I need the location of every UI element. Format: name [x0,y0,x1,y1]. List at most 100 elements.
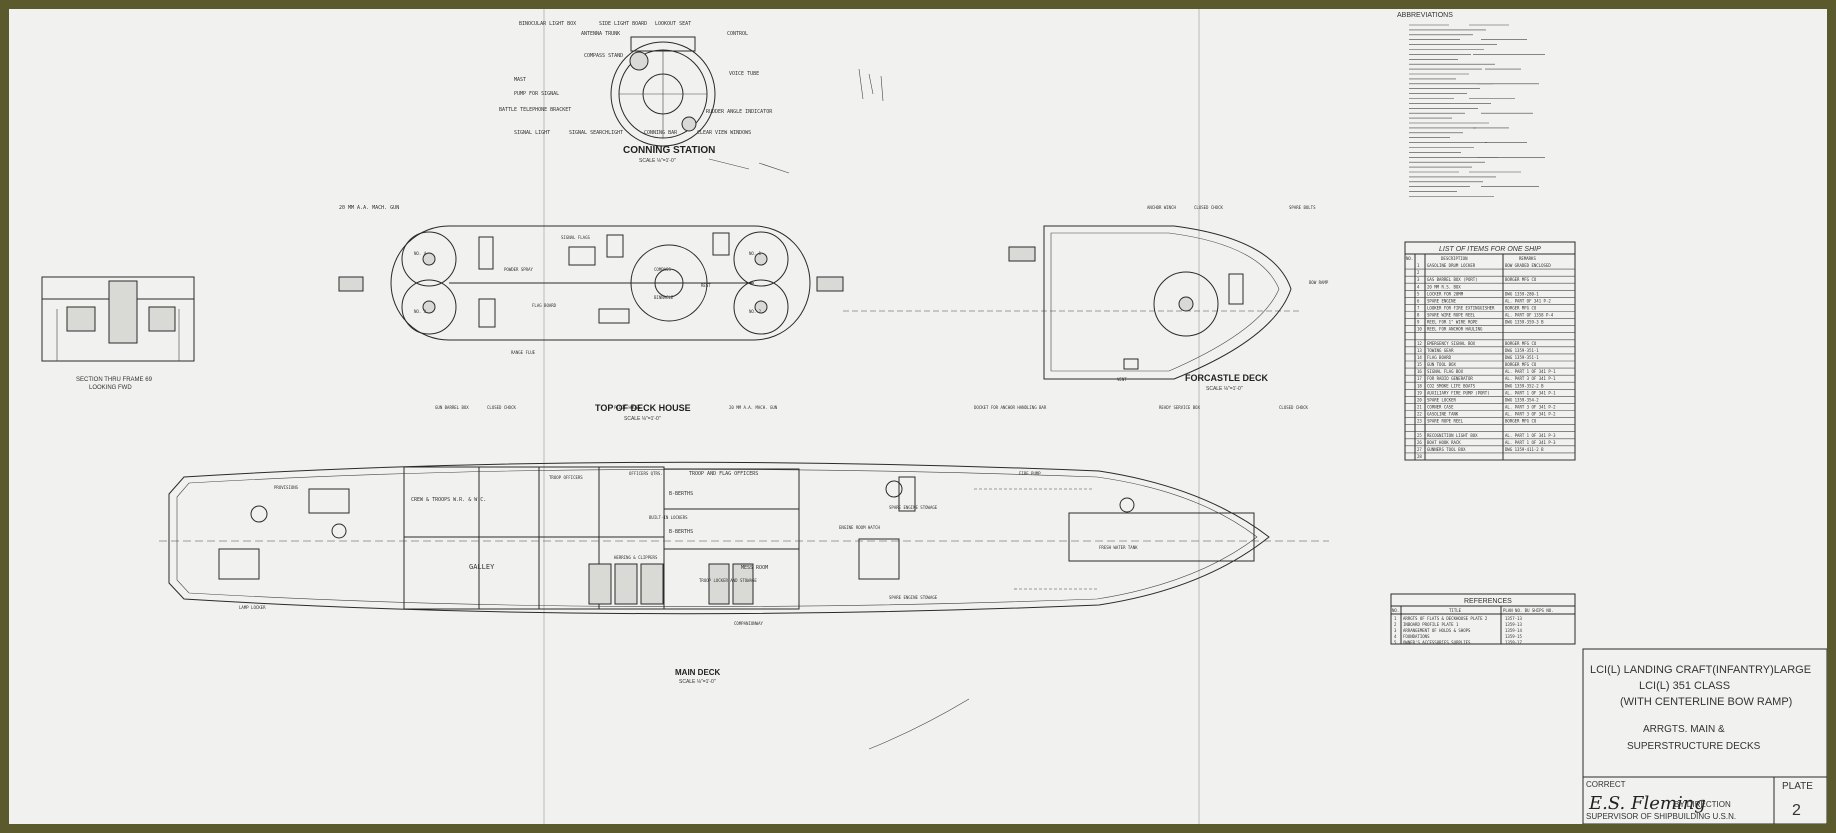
items-row-description: CORNER CASE [1427,405,1454,410]
title-line-4: ARRGTS. MAIN & [1643,724,1725,735]
anchor-winch [1153,271,1219,337]
gun-tub-no-1 [733,231,789,287]
forecastle-scale: SCALE ⅛"=1'-0" [1206,386,1243,392]
items-row-no: 13 [1417,348,1422,353]
callout-lookout-seat: LOOKOUT SEAT [655,21,691,27]
label-b-berths-1: B-BERTHS [669,491,693,497]
label-signal-flags: SIGNAL FLAGS [561,235,590,240]
items-row-no: 25 [1417,433,1422,438]
title-line-2: LCI(L) 351 CLASS [1639,680,1730,692]
items-row-no: 28 [1417,454,1422,459]
label-anchor-winch: ANCHOR WINCH [1147,205,1176,210]
title-line-3: (WITH CENTERLINE BOW RAMP) [1620,696,1792,708]
items-header-description: DESCRIPTION [1441,256,1468,261]
deck-house-title: TOP OF DECK HOUSE [595,403,691,413]
label-closed-chock-fwd: CLOSED CHOCK [1194,205,1223,210]
label-companionway: COMPANIONWAY [734,621,763,626]
title-line-5: SUPERSTRUCTURE DECKS [1627,741,1761,752]
label-spare-engine-1: SPARE ENGINE STOWAGE [889,505,938,510]
callout-battle-telephone-bracket: BATTLE TELEPHONE BRACKET [499,107,571,113]
references-row-no: 1 [1394,616,1397,621]
label-spare-engine-2: SPARE ENGINE STOWAGE [889,595,938,600]
items-row-description: CO2 SMOKE LIFE BOATS [1427,383,1476,388]
items-row-remarks: DWG 1359-351-1 [1505,355,1539,360]
items-row-remarks: AL. PART 1 OF 341 P-3 [1505,433,1556,438]
items-row-no: 3 [1417,277,1420,282]
forecastle-plan: ANCHOR WINCH CLOSED CHOCK SPARE BOLTS VE… [974,205,1329,410]
label-binnacle: BINNACLE [654,295,674,300]
label-fresh-water-tank: FRESH WATER TANK [1099,545,1138,550]
label-officers-qtrs: OFFICERS QTRS. [629,471,663,476]
main-deck-hull [168,461,1270,615]
items-row-description: TOWING GEAR [1427,348,1454,353]
items-row-description: REEL FOR ANCHOR HAULING [1427,327,1483,332]
items-row-description: FOR RADIO GENERATOR [1427,376,1473,381]
label-fire-pump: FIRE PUMP [1019,471,1041,476]
items-row-description: SIGNAL FLAG BOX [1427,369,1464,374]
forecastle-ladder [1008,246,1036,262]
conning-station-scale: SCALE ⅛"=1'-0" [639,158,676,164]
callout-rudder-angle-indicator: RUDDER ANGLE INDICATOR [706,109,773,115]
conning-station-title: CONNING STATION [623,145,715,156]
drawing-sheet: ABBREVIATIONS BINOCULAR LIGHT BOX SIDE L… [9,9,1827,824]
items-row-no: 27 [1417,447,1422,452]
references-row-plan: 1359-17 [1505,640,1522,645]
main-deck-scale: SCALE ⅛"=1'-0" [679,679,716,685]
label-rest: REST [701,283,711,288]
main-deck-plan: CREW & TROOPS W.R. & W.C. GALLEY TROOP A… [159,461,1329,685]
label-spare-bolts: SPARE BOLTS [1289,205,1316,210]
label-built-in-lockers: BUILT-IN LOCKERS [649,515,688,520]
references-row-title: OWNER'S ACCESSORIES SUPPLIES [1403,640,1471,645]
items-row-no: 5 [1417,291,1420,296]
items-table-title: LIST OF ITEMS FOR ONE SHIP [1439,246,1541,253]
items-row-remarks: BORGER MFG CO [1505,306,1537,311]
items-row-remarks: AL. PART 3 OF 341 P-2 [1505,412,1556,417]
main-deck-title: MAIN DECK [675,668,721,677]
deck-house-ladder-aft [338,276,364,292]
items-row-description: GASOLINE DRUM LOCKER [1427,263,1476,268]
items-row-no: 10 [1417,327,1422,332]
label-gun-no-2: NO. 2 [749,309,762,314]
label-20mm-gun-aft: 20 MM A.A. MACH. GUN [339,205,399,211]
items-row-remarks: DWG 1359-411-2 B [1505,447,1544,452]
items-row-no: 23 [1417,419,1422,424]
callout-pump-for-signal: PUMP FOR SIGNAL [514,91,559,97]
references-header-no: NO. [1392,608,1399,613]
items-row-no: 9 [1417,320,1420,325]
deck-house-ladder-fwd [816,276,844,292]
items-row-no: 6 [1417,298,1420,303]
gun-tub-no-3 [401,279,457,335]
items-row-no: 22 [1417,412,1422,417]
items-row-remarks: BORGER MFG CO [1505,362,1537,367]
items-row-description: SPARE WIRE ROPE REEL [1427,313,1476,318]
plate-label: PLATE [1782,781,1813,792]
label-compass: COMPASS [654,267,671,272]
items-row-no: 26 [1417,440,1422,445]
label-vent: VENT [1117,377,1127,382]
abbreviations-title: ABBREVIATIONS [1397,12,1453,19]
signal-light [681,116,697,132]
label-bow-ramp: BOW RAMP [1309,280,1329,285]
section-frame-69: SECTION THRU FRAME 69 LOOKING FWD [41,276,195,391]
items-row-no: 14 [1417,355,1422,360]
label-mess-room: MESS ROOM [741,565,768,571]
items-row-no: 8 [1417,313,1420,318]
troop-berthing [663,468,800,610]
forecastle-outline [1043,225,1292,380]
items-row-remarks: BORGER MFG CO [1505,277,1537,282]
forecastle-title: FORCASTLE DECK [1185,373,1269,383]
references-row-no: 5 [1394,640,1397,645]
abbreviations-block: ABBREVIATIONS [1397,12,1545,197]
references-row-title: FOUNDATIONS [1403,634,1430,639]
items-row-remarks: AL. PART 3 OF 341 P-2 [1505,405,1556,410]
label-flag-board: FLAG BOARD [532,303,557,308]
label-troop-officers: TROOP OFFICERS [549,475,583,480]
label-closed-chock-bow: CLOSED CHOCK [1279,405,1308,410]
references-title: REFERENCES [1464,598,1512,605]
items-row-remarks: DWG 1359-359-3 B [1505,320,1544,325]
items-row-remarks: BORGER MFG CO [1505,419,1537,424]
items-row-description: GASOLINE TANK [1427,412,1459,417]
